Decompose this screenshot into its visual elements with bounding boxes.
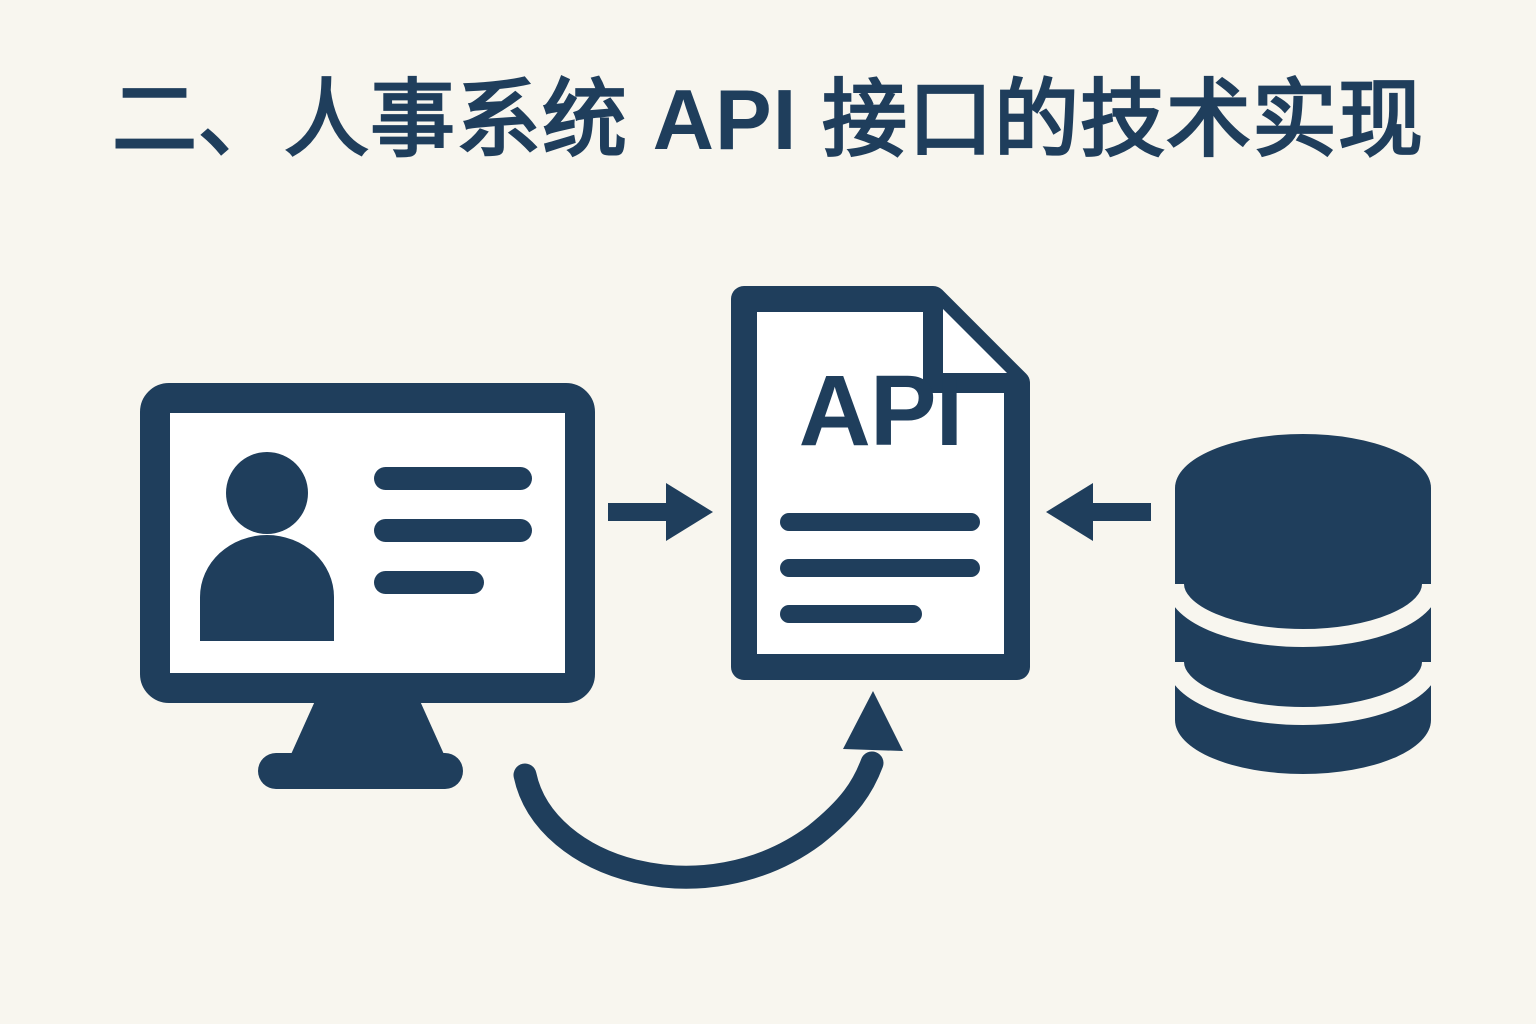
profile-text-line-3 <box>374 571 484 594</box>
document-folded-corner <box>923 299 1017 393</box>
page-title: 二、人事系统 API 接口的技术实现 <box>112 73 1424 168</box>
curved-arrow-shaft <box>513 751 884 889</box>
api-document-icon: API <box>728 283 1033 683</box>
right-arrow-icon <box>608 483 713 541</box>
left-arrow-icon <box>1046 483 1151 541</box>
curved-arrow-monitor-to-api-icon <box>500 675 920 915</box>
database-gap-2 <box>1168 661 1438 725</box>
monitor-with-user-profile-icon <box>140 383 595 793</box>
profile-text-line-1 <box>374 467 532 490</box>
monitor-stand-neck <box>288 701 447 761</box>
database-cylinder-icon <box>1168 434 1438 774</box>
arrow-monitor-to-api-icon <box>608 481 713 543</box>
database-body <box>1175 434 1431 774</box>
monitor-icon <box>140 383 595 789</box>
document-text-line-2 <box>780 559 980 577</box>
user-avatar-head-icon <box>226 452 308 534</box>
profile-text-line-2 <box>374 519 532 542</box>
monitor-frame <box>140 383 595 703</box>
database-icon <box>1168 432 1438 777</box>
monitor-stand-base <box>258 753 463 789</box>
arrow-database-to-api-icon <box>1046 481 1151 543</box>
document-text-line-3 <box>780 605 922 623</box>
user-avatar-shoulders-icon <box>200 535 334 641</box>
curved-arrow-head <box>843 691 903 751</box>
document-text-line-1 <box>780 513 980 531</box>
database-gap-1 <box>1168 583 1438 647</box>
document-outline-icon <box>731 286 1030 680</box>
curved-arrow-icon <box>513 691 903 889</box>
